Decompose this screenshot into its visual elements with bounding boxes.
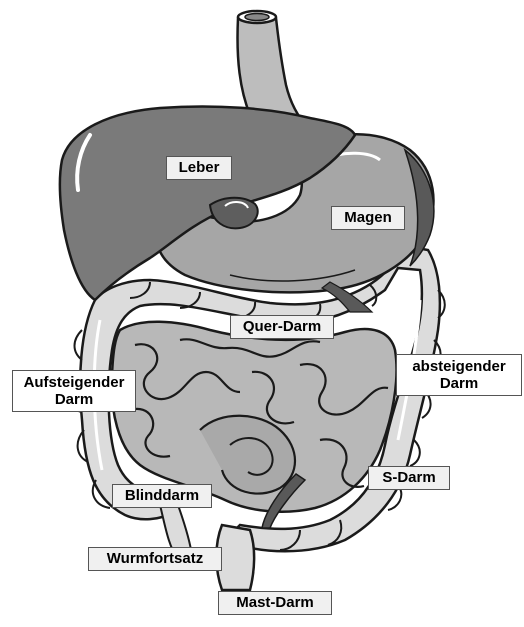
label-wurmfortsatz: Wurmfortsatz [88, 547, 222, 571]
label-quer-darm: Quer-Darm [230, 315, 334, 339]
label-aufsteigender-darm-line2: Darm [17, 391, 131, 408]
label-absteigender-darm-line2: Darm [401, 375, 517, 392]
label-absteigender-darm-line1: absteigender [401, 358, 517, 375]
rectum [216, 525, 254, 590]
label-aufsteigender-darm-line1: Aufsteigender [17, 374, 131, 391]
label-blinddarm: Blinddarm [112, 484, 212, 508]
label-absteigender-darm: absteigender Darm [396, 354, 522, 396]
label-mast-darm: Mast-Darm [218, 591, 332, 615]
label-magen: Magen [331, 206, 405, 230]
label-aufsteigender-darm: Aufsteigender Darm [12, 370, 136, 412]
label-leber: Leber [166, 156, 232, 180]
label-s-darm: S-Darm [368, 466, 450, 490]
